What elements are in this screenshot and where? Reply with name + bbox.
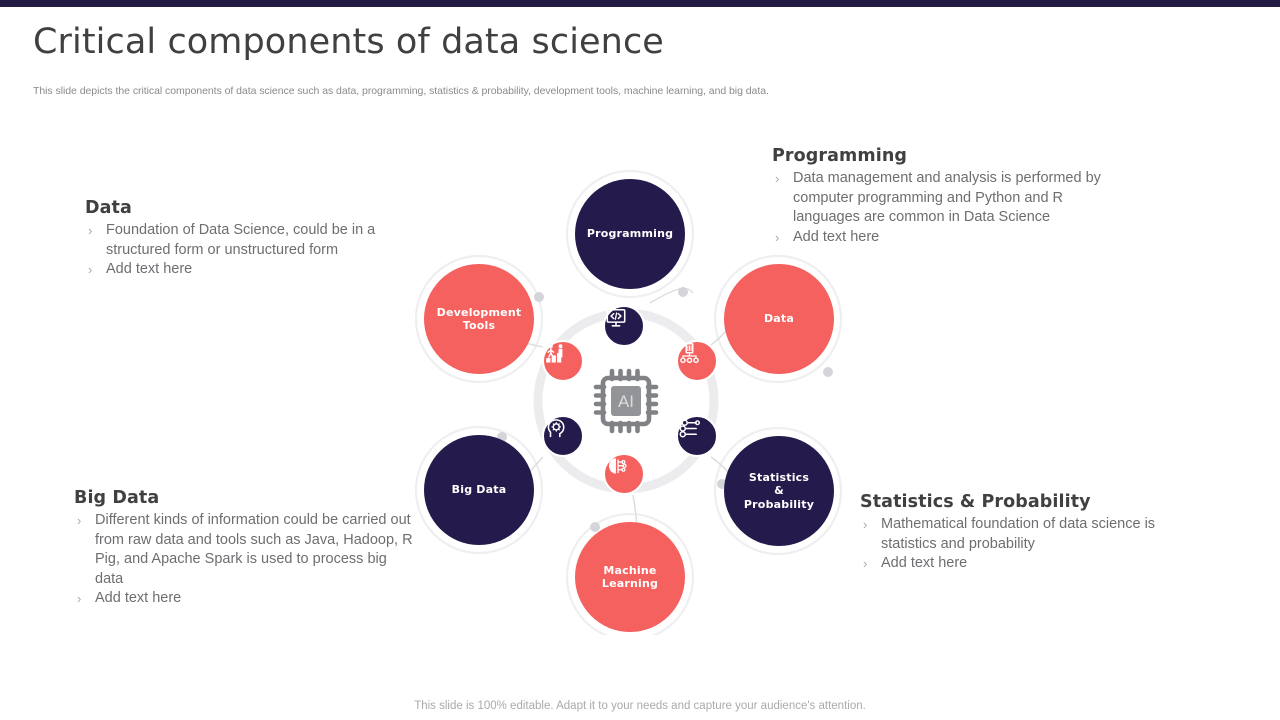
chevron-right-icon: › [775, 171, 780, 186]
bullet-text: Add text here [106, 261, 193, 277]
center-chip: AI [590, 365, 662, 437]
icon-node-big-data[interactable] [542, 415, 584, 457]
bullet-list-big-data: › Different kinds of information could be… [74, 511, 419, 609]
icon-node-machine-learning[interactable] [603, 453, 645, 495]
node-programming[interactable]: Programming [575, 179, 685, 289]
text-block-big-data: Big Data › Different kinds of information… [74, 488, 419, 609]
page-subtitle: This slide depicts the critical componen… [33, 85, 769, 97]
block-title-big-data: Big Data [74, 488, 160, 508]
halo-ring-devtools [415, 254, 544, 384]
bullet-item: › Add text here [860, 554, 1190, 574]
bullet-text: Add text here [793, 228, 880, 245]
bullet-item: › Data management and analysis is perform… [772, 169, 1132, 228]
halo-ring-statistics [713, 426, 843, 556]
node-machine-learning[interactable]: Machine Learning [575, 522, 685, 632]
text-block-data: Data › Foundation of Data Science, could … [85, 198, 425, 280]
halo-dot-programming [678, 287, 688, 297]
bullet-text: Add text here [881, 555, 968, 571]
bullet-list-statistics: › Mathematical foundation of data science… [860, 515, 1190, 574]
bullet-item: › Add text here [85, 260, 425, 280]
person-chart-icon [546, 344, 563, 363]
halo-dot-data [823, 367, 833, 377]
hub-and-spoke-diagram: Programming Data Statistics & Probabilit… [415, 165, 855, 635]
chevron-right-icon: › [77, 591, 82, 606]
bullet-item: › Add text here [772, 228, 1132, 248]
icon-node-programming[interactable] [603, 305, 645, 347]
block-title-programming: Programming [772, 146, 907, 166]
bullet-list-data: › Foundation of Data Science, could be in… [85, 221, 425, 280]
node-development-tools[interactable]: Development Tools [424, 264, 534, 374]
node-label-machine-learning: Machine Learning [601, 563, 659, 591]
halo-ring-data [713, 254, 843, 384]
brain-circuit-icon [609, 458, 627, 474]
bullet-item: › Foundation of Data Science, could be in… [85, 221, 425, 260]
center-chip-label: AI [618, 392, 634, 411]
node-statistics[interactable]: Statistics & Probability [724, 436, 834, 546]
chevron-right-icon: › [88, 223, 93, 238]
node-label-big-data: Big Data [451, 483, 507, 497]
head-gear-icon [547, 419, 565, 438]
halo-dot-machine [590, 522, 600, 532]
halo-ring-bigdata [415, 425, 544, 555]
bullet-list-programming: › Data management and analysis is perform… [772, 169, 1132, 247]
cpu-chip-icon: AI [593, 368, 659, 434]
monitor-code-icon [606, 308, 626, 327]
top-accent-bar [0, 0, 1280, 7]
footer-note: This slide is 100% editable. Adapt it to… [414, 700, 866, 712]
bullet-item: › Mathematical foundation of data science… [860, 515, 1190, 554]
icon-node-statistics[interactable] [676, 415, 718, 457]
chevron-right-icon: › [775, 229, 780, 245]
node-data[interactable]: Data [724, 264, 834, 374]
sliders-icon [679, 419, 700, 438]
node-label-development-tools: Development Tools [436, 305, 522, 333]
halo-dot-devtools [534, 292, 544, 302]
bullet-text: Add text here [95, 590, 182, 606]
node-label-data: Data [763, 312, 795, 326]
chevron-right-icon: › [88, 262, 93, 277]
chevron-right-icon: › [77, 513, 82, 528]
chevron-right-icon: › [863, 517, 868, 532]
database-tree-icon [680, 343, 699, 364]
bullet-text: Data management and analysis is performe… [793, 170, 1101, 225]
bullet-text: Mathematical foundation of data science … [881, 516, 1156, 552]
halo-ring-programming [565, 169, 695, 299]
page-title: Critical components of data science [33, 22, 664, 62]
bullet-item: › Different kinds of information could be… [74, 511, 419, 589]
text-block-programming: Programming › Data management and analysi… [772, 146, 1132, 247]
node-label-programming: Programming [586, 227, 674, 241]
node-label-statistics: Statistics & Probability [743, 470, 815, 511]
halo-ring-machine [565, 512, 695, 635]
icon-node-development-tools[interactable] [542, 340, 584, 382]
text-block-statistics: Statistics & Probability › Mathematical f… [860, 492, 1190, 574]
bullet-text: Different kinds of information could be … [95, 512, 413, 587]
node-big-data[interactable]: Big Data [424, 435, 534, 545]
chevron-right-icon: › [863, 556, 868, 571]
bullet-text: Foundation of Data Science, could be in … [106, 222, 376, 258]
icon-node-data[interactable] [676, 340, 718, 382]
block-title-statistics: Statistics & Probability [860, 492, 1091, 512]
bullet-item: › Add text here [74, 589, 419, 609]
block-title-data: Data [85, 198, 132, 218]
